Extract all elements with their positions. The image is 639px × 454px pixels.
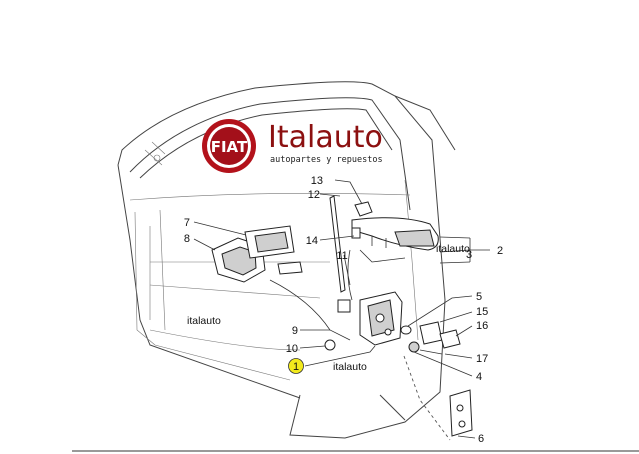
alignment-guide bbox=[403, 355, 451, 441]
inner-handle-lever bbox=[244, 225, 295, 259]
watermark-bottom: italauto bbox=[333, 361, 367, 373]
door-frame bbox=[117, 81, 456, 439]
striker-washer bbox=[400, 325, 412, 335]
outer-door-handle bbox=[351, 217, 439, 251]
door-pillar-plate bbox=[449, 389, 473, 437]
callout-6: 6 bbox=[478, 433, 484, 445]
callout-3: 3 bbox=[466, 249, 472, 261]
rod-clip-10 bbox=[324, 339, 336, 351]
fiat-logo: FIAT bbox=[202, 119, 256, 173]
rod-guide bbox=[337, 299, 351, 313]
lock-cylinder-cap bbox=[354, 201, 373, 217]
callout-5: 5 bbox=[476, 291, 482, 303]
callout-10: 10 bbox=[286, 343, 298, 355]
door-lock-body bbox=[359, 291, 403, 346]
callout-8: 8 bbox=[184, 233, 190, 245]
callout-14: 14 bbox=[306, 235, 318, 247]
callout-15: 15 bbox=[476, 306, 488, 318]
callout-13: 13 bbox=[311, 175, 323, 187]
brand-name: Italauto bbox=[268, 120, 383, 155]
watermark-left: italauto bbox=[187, 315, 221, 327]
striker-bracket bbox=[439, 329, 461, 349]
callout-9: 9 bbox=[292, 325, 298, 337]
logo-text: FIAT bbox=[211, 138, 248, 156]
rod-3 bbox=[359, 249, 406, 263]
callout-7: 7 bbox=[184, 217, 190, 229]
callout-2: 2 bbox=[497, 245, 503, 257]
callout-4: 4 bbox=[476, 371, 482, 383]
callout-1: 1 bbox=[293, 361, 299, 373]
watermark-right: italauto bbox=[436, 243, 470, 255]
rod-connector bbox=[277, 261, 303, 275]
brand-tagline: autopartes y repuestos bbox=[270, 155, 383, 165]
lock-rod-12 bbox=[329, 195, 346, 293]
callout-1-marker: 1 bbox=[288, 358, 304, 374]
striker-plate bbox=[419, 321, 443, 345]
rod-11 bbox=[347, 249, 353, 301]
callout-16: 16 bbox=[476, 320, 488, 332]
callout-11: 11 bbox=[336, 250, 347, 262]
callout-17: 17 bbox=[476, 353, 488, 365]
leader-lines bbox=[193, 179, 490, 439]
lock-clip bbox=[351, 227, 361, 239]
callout-12: 12 bbox=[308, 189, 320, 201]
striker-pin bbox=[408, 341, 443, 355]
